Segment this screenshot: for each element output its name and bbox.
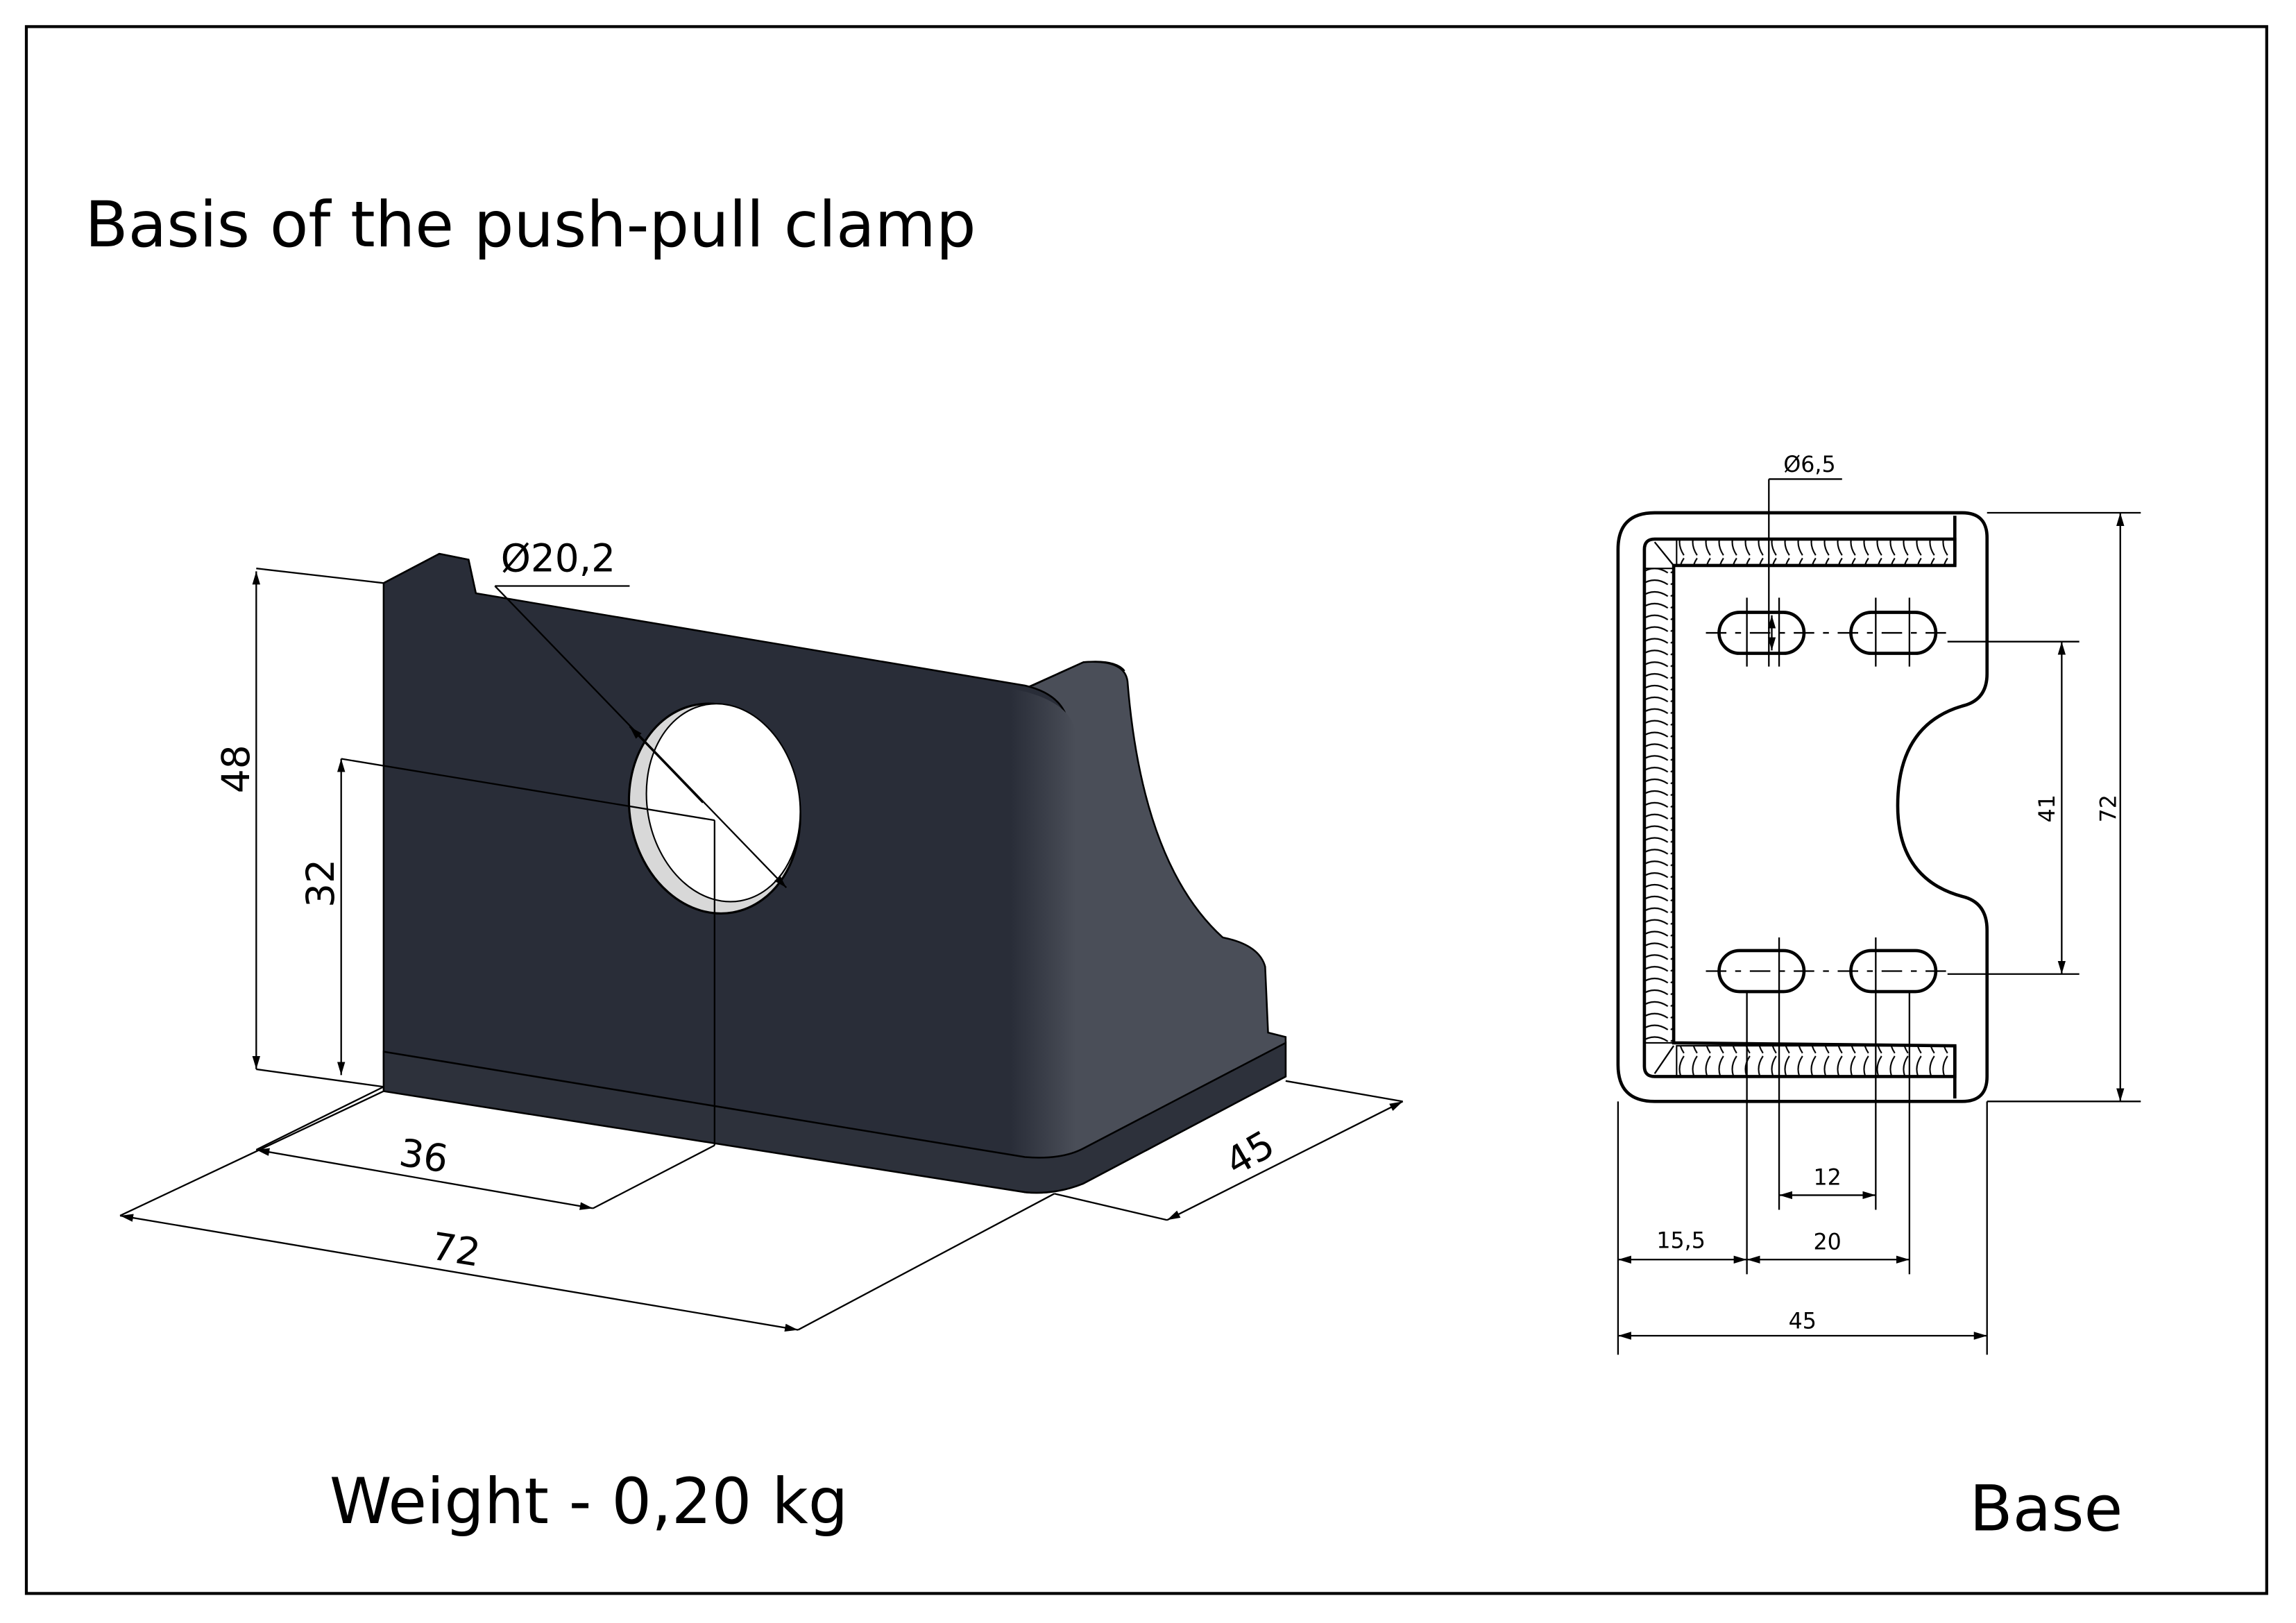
dim-line-72 <box>119 1214 799 1332</box>
dim-line-45 <box>1166 1101 1404 1221</box>
part-name-label: Base <box>1969 1473 2123 1546</box>
dim-height: 48 <box>214 745 258 793</box>
weight-label: Weight - 0,20 kg <box>330 1465 849 1538</box>
dim-slot-diameter: Ø6,5 <box>1783 452 1835 477</box>
dim-slot-spacing-v: 41 <box>2035 794 2060 822</box>
dim-overall-length: 72 <box>2096 794 2121 822</box>
dim-overall-width: 45 <box>1789 1309 1817 1334</box>
dim-length: 72 <box>429 1224 484 1275</box>
dim-slot-length: 12 <box>1814 1166 1842 1191</box>
drawing-title: Basis of the push-pull clamp <box>85 189 976 262</box>
dim-hole-height: 32 <box>298 859 343 908</box>
dim-edge-offset: 15,5 <box>1656 1228 1705 1253</box>
part-base-strip <box>382 1041 1287 1194</box>
isometric-view: 48 32 36 72 45 Ø20,2 <box>119 536 1404 1332</box>
weld-bottom <box>1676 1045 1956 1078</box>
dim-depth: 45 <box>1218 1121 1282 1184</box>
slots <box>1706 597 2080 994</box>
dim-hole-offset: 36 <box>396 1130 451 1182</box>
dim-hole-diameter: Ø20,2 <box>501 536 615 580</box>
dim-line-36 <box>256 1148 593 1210</box>
weld-left <box>1643 568 1675 1044</box>
dim-slot-spacing-h: 20 <box>1814 1230 1842 1255</box>
sheet-border <box>24 25 2268 1595</box>
plate-outline <box>1616 511 1989 1103</box>
plan-view: 72 41 Ø6,5 12 20 15,5 45 <box>1616 452 2141 1355</box>
weld-top <box>1676 538 1956 567</box>
part-bend-shading <box>1010 688 1077 1172</box>
